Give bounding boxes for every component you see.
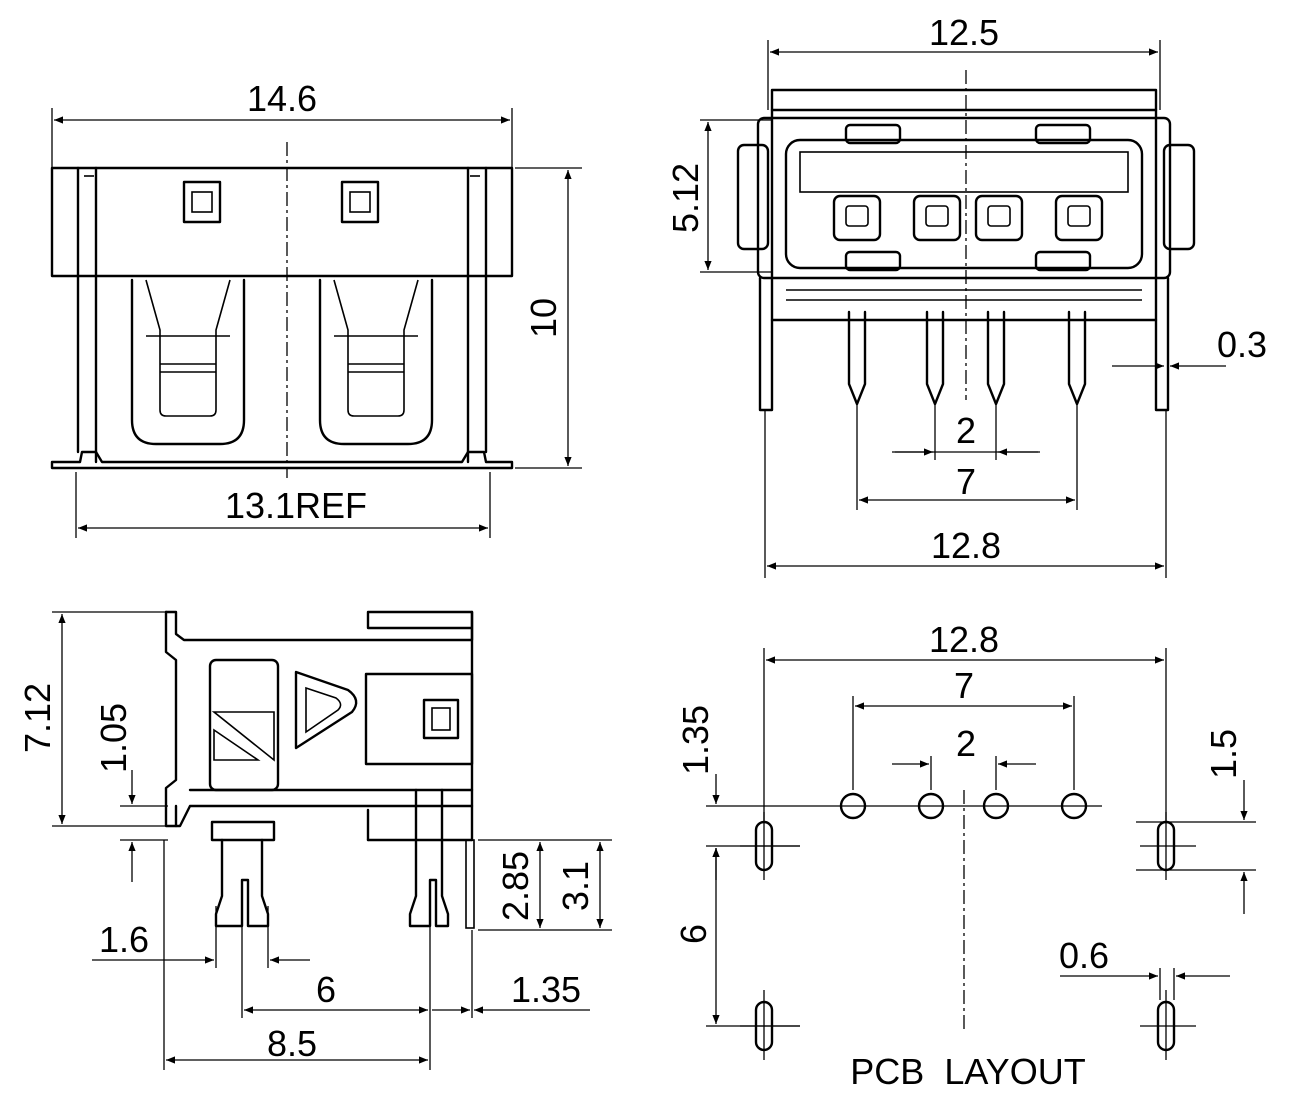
side-view: 7.12 1.05 2.85 3.1 1.6 6 1.35 8.5: [17, 610, 612, 1070]
end-outer-shell: [770, 88, 1158, 322]
pcb-inner-pitch-label: 2: [956, 723, 976, 764]
usb-opening: [784, 138, 1144, 270]
end-view-pins: [847, 310, 1087, 406]
side-pin-length-label: 2.85: [495, 851, 536, 921]
end-opening-label: 5.12: [665, 163, 706, 233]
pcb-outer-pitch-label: 7: [954, 665, 974, 706]
end-right-peg: [1154, 276, 1170, 412]
front-ref-width-label: 13.1REF: [225, 485, 367, 526]
usb-contact-pads: [832, 194, 1104, 242]
side-height-label: 7.12: [17, 683, 58, 753]
side-standoff-label: 1.05: [93, 703, 134, 773]
end-inner-pitch-label: 2: [956, 410, 976, 451]
end-right-flange: [1162, 143, 1196, 251]
end-peg-span-label: 12.8: [931, 525, 1001, 566]
end-left-peg: [758, 276, 774, 412]
side-shell: [164, 610, 474, 642]
side-pin-spacing-label: 6: [316, 969, 336, 1010]
side-spring-arm: [294, 670, 358, 750]
side-signal-pin: [214, 838, 270, 928]
side-peg-length-label: 3.1: [555, 861, 596, 911]
end-view: 12.5 5.12 0.3 2 7 12.8: [665, 12, 1267, 578]
pcb-slot-length-label: 1.5: [1203, 729, 1244, 779]
end-width-label: 12.5: [929, 12, 999, 53]
pcb-pin-holes: [839, 792, 1088, 820]
pcb-layout: 12.8 7 2 1.35 1.5 6 0.6 PCB LAYOUT: [673, 619, 1256, 1092]
pcb-peg-span-label: 12.8: [929, 619, 999, 660]
pcb-peg-spacing-label: 6: [673, 924, 714, 944]
front-height-label: 10: [523, 298, 564, 338]
front-view: 14.6 10 13.1REF: [50, 78, 582, 538]
pcb-layout-title: PCB LAYOUT: [850, 1051, 1085, 1092]
spring-contact-right: [318, 278, 434, 446]
pcb-row-offset-label: 1.35: [675, 705, 716, 775]
side-latch: [208, 658, 280, 792]
front-mounting-feet: [50, 450, 514, 470]
side-latch-window: [422, 698, 460, 740]
end-left-flange: [736, 143, 770, 251]
pcb-slot-width-label: 0.6: [1059, 935, 1109, 976]
side-depth-label: 8.5: [267, 1023, 317, 1064]
pcb-mounting-slots: [740, 812, 1196, 1060]
front-housing: [50, 166, 514, 278]
side-mount-peg: [408, 788, 450, 928]
end-outer-pitch-label: 7: [956, 461, 976, 502]
side-pin-offset-label: 1.6: [99, 919, 149, 960]
spring-contact-left: [130, 278, 246, 446]
end-thickness-label: 0.3: [1217, 324, 1267, 365]
side-peg-offset-label: 1.35: [511, 969, 581, 1010]
front-width-label: 14.6: [247, 78, 317, 119]
latch-window-left: [182, 180, 222, 224]
latch-window-right: [340, 180, 380, 224]
